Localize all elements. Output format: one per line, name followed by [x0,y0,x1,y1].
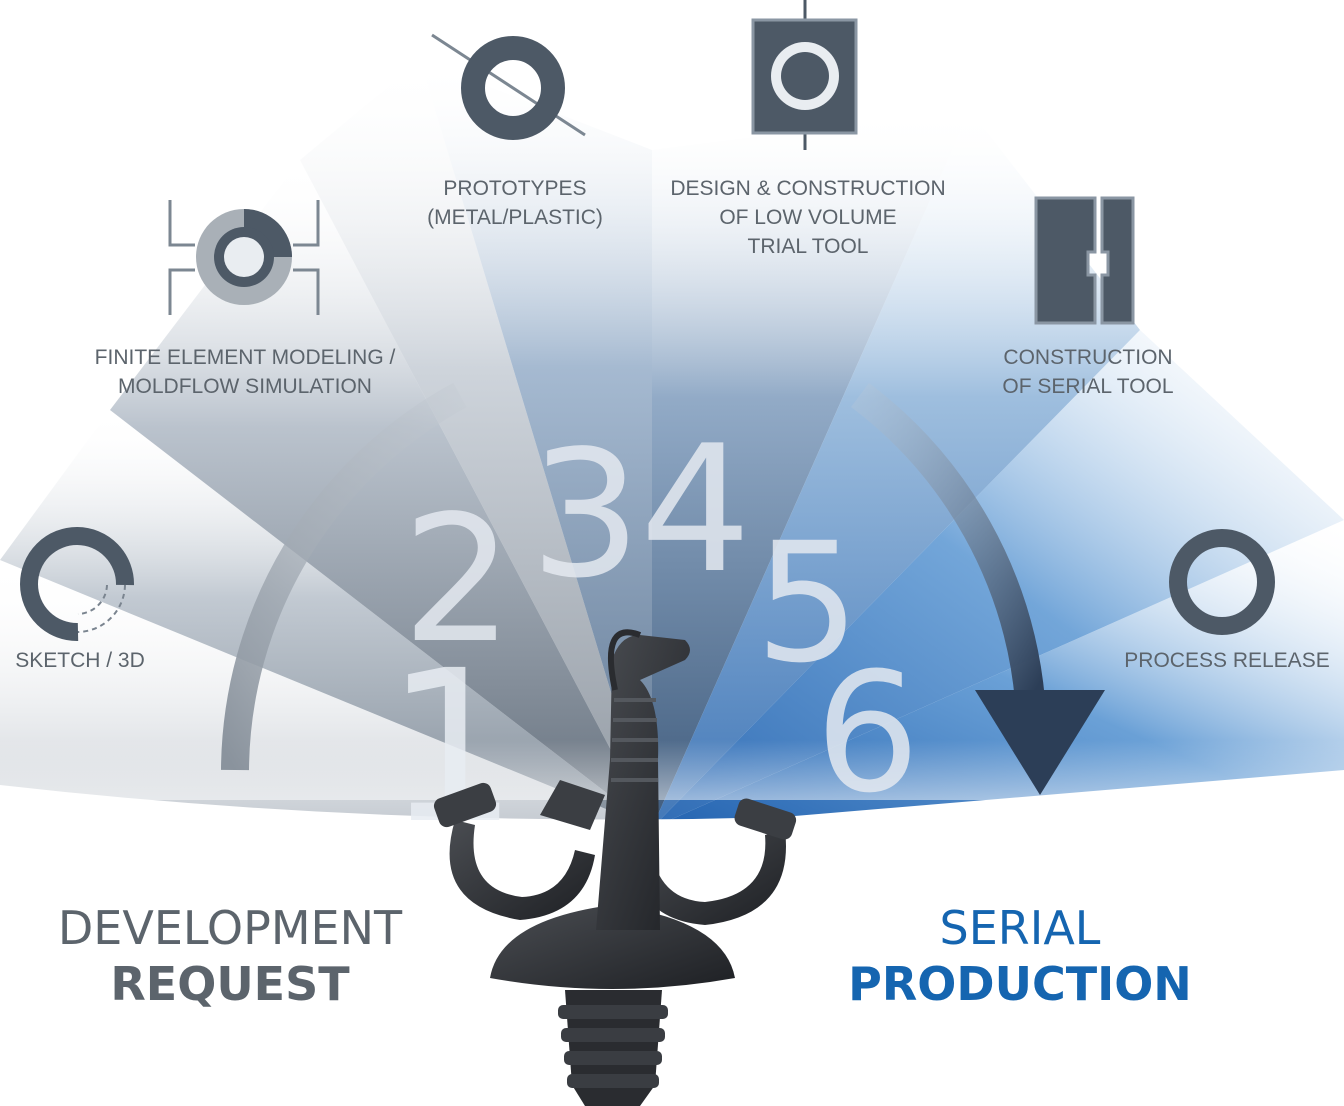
start-line1: DEVELOPMENT [57,901,403,955]
arrow-head [975,690,1105,795]
step-number-2: 2 [402,479,513,682]
ray-5 [652,110,1140,828]
end-line1: SERIAL [939,901,1101,955]
arc-left [221,382,467,771]
end-line2: PRODUCTION [848,957,1192,1011]
step-number-5: 5 [755,507,860,699]
prototype-ring-icon [431,33,586,140]
step-number-3: 3 [530,414,641,617]
ray-4 [420,60,652,828]
step-number-1: 1 [385,625,519,870]
sketch-circle-icon [20,527,135,642]
end-label: SERIAL PRODUCTION [830,900,1210,1012]
arc-right [850,383,1045,702]
step-label-3: PROTOTYPES (METAL/PLASTIC) [427,177,603,229]
release-ring-icon [1169,529,1275,635]
start-label: DEVELOPMENT REQUEST [20,900,440,1012]
ray-3 [110,160,652,828]
start-line2: REQUEST [110,957,350,1011]
ray-2 [0,410,652,828]
step-label-4: DESIGN & CONSTRUCTION OF LOW VOLUME TRIA… [670,177,946,258]
ray-3b [300,60,652,828]
step-label-2: FINITE ELEMENT MODELING / MOLDFLOW SIMUL… [94,346,396,398]
moldflow-ring-icon [168,200,320,315]
step-number-4: 4 [640,409,751,612]
cable-clip-product [433,629,797,1106]
serial-tool-icon [1034,196,1135,325]
step-label-5: CONSTRUCTION OF SERIAL TOOL [1002,346,1174,398]
step-number-6: 6 [815,637,920,829]
base-fade [0,740,1344,800]
trial-tool-icon [751,0,858,150]
step-label-6: PROCESS RELEASE [1124,649,1330,672]
step-label-1: SKETCH / 3D [15,649,145,672]
